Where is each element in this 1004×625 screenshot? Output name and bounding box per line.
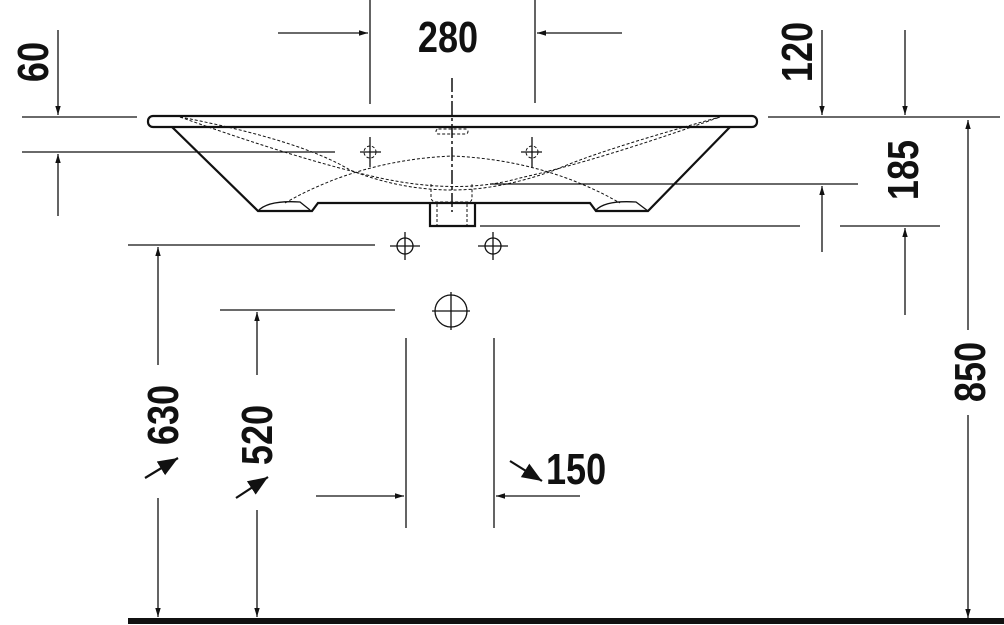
dimension-label: 850 (946, 342, 995, 402)
basin-body (171, 126, 731, 213)
dimension-150: 150 (316, 338, 606, 528)
supply-connections (128, 232, 508, 330)
overflow-slot (435, 128, 469, 135)
dimension-630: 630 (139, 247, 188, 617)
waste-outlet (428, 203, 477, 228)
dimension-850: 850 (946, 120, 995, 618)
dimension-label: 280 (418, 13, 478, 62)
dimension-label: 630 (139, 385, 188, 445)
dimension-label: 150 (546, 445, 606, 494)
dimension-label: 60 (9, 42, 58, 82)
dimension-label: 120 (773, 22, 822, 82)
dimension-120: 120 (768, 22, 1000, 118)
dimension-60: 60 (9, 30, 335, 216)
washbasin (146, 78, 759, 228)
dimension-label: 185 (879, 140, 928, 200)
dimension-label: 520 (233, 405, 282, 465)
dimension-520: 520 (233, 312, 282, 617)
dimension-185: 185 (480, 140, 940, 315)
dimension-280: 280 (278, 0, 622, 104)
